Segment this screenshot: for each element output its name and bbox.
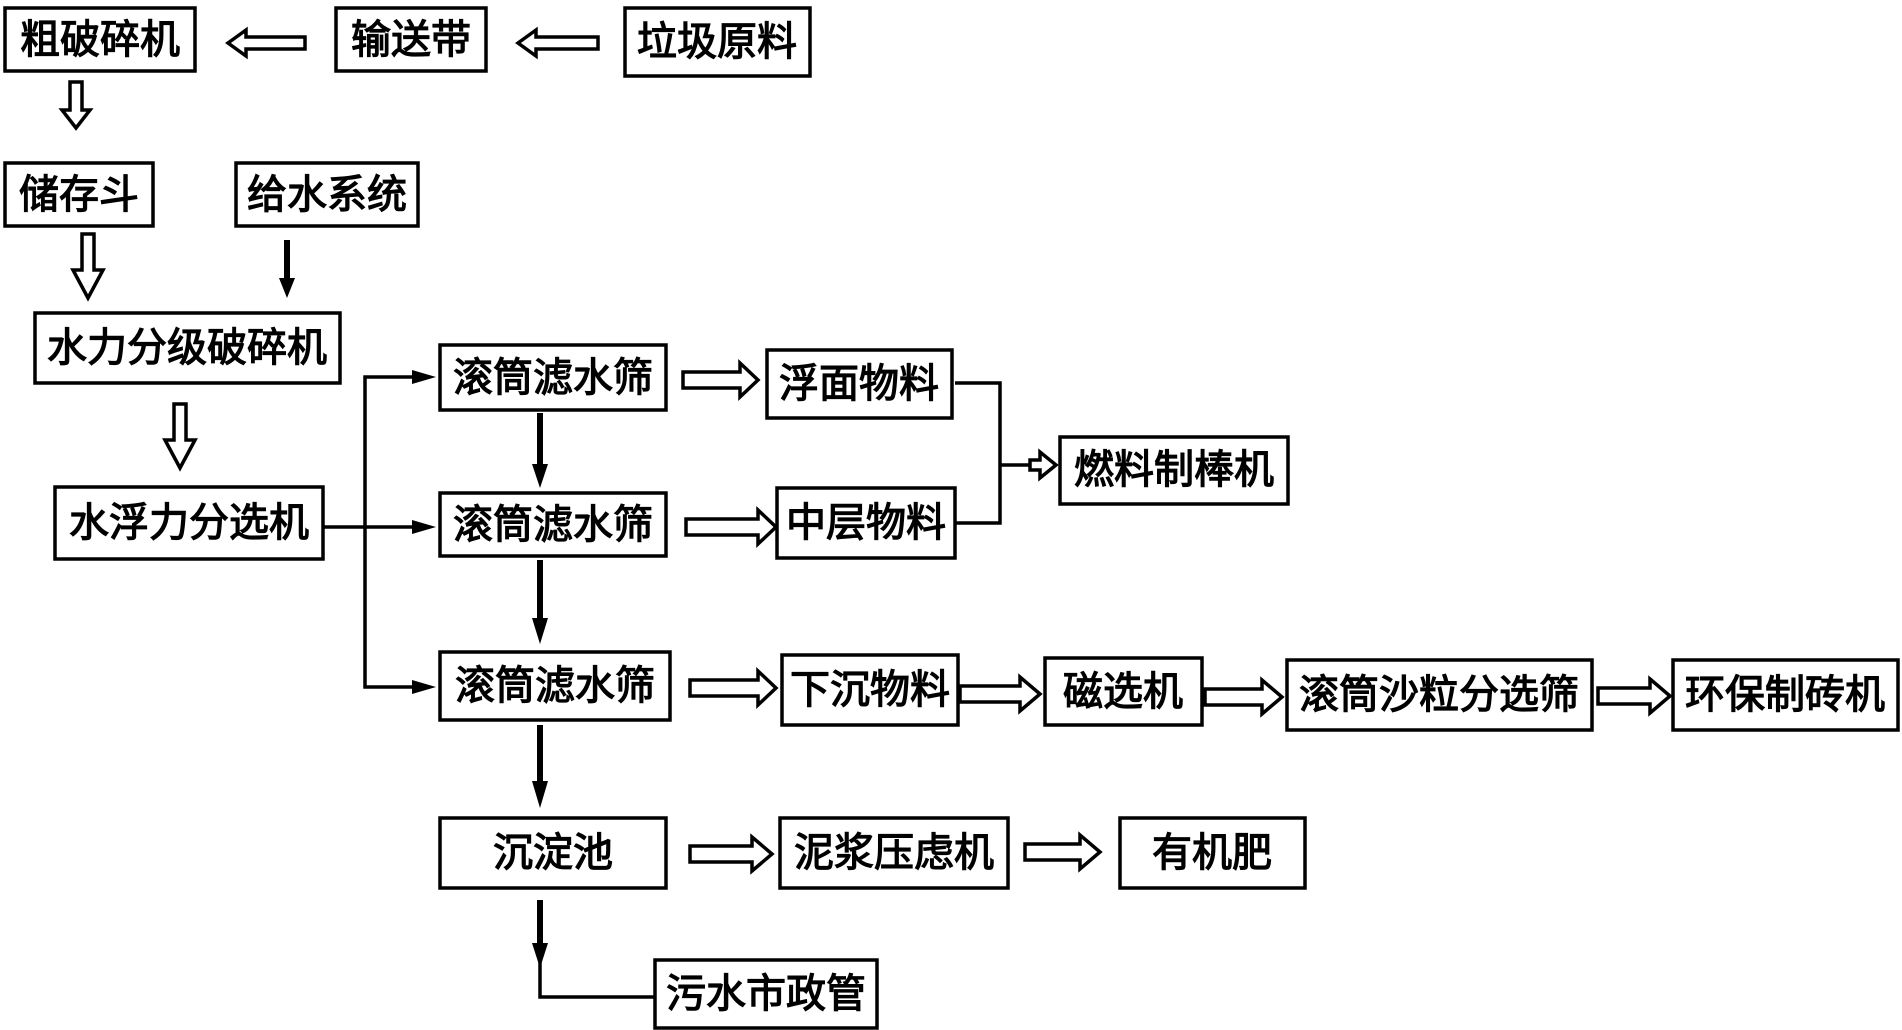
- arrow-drum1-to-floating: [681, 358, 761, 402]
- connector-flotation-branch: [323, 375, 420, 529]
- node-press-label: 泥浆压虑机: [794, 830, 994, 876]
- arrow-sand-to-brick: [1596, 675, 1673, 717]
- node-drum3-label: 滚筒滤水筛: [455, 663, 655, 709]
- node-drum1: 滚筒滤水筛: [438, 343, 668, 412]
- arrow-raw-to-conveyor: [515, 26, 600, 60]
- arrowhead-to-drum3: [412, 680, 436, 694]
- node-press: 泥浆压虑机: [778, 816, 1010, 890]
- arrow-drum2-to-middle: [684, 505, 779, 549]
- node-hopper: 储存斗: [3, 161, 155, 228]
- node-crusher-label: 粗破碎机: [20, 17, 180, 63]
- node-conveyor-label: 输送带: [351, 17, 471, 63]
- node-conveyor: 输送带: [334, 6, 488, 73]
- arrow-crusher-to-hopper: [58, 80, 94, 131]
- arrow-press-to-fertilizer: [1023, 831, 1103, 873]
- node-sand-label: 滚筒沙粒分选筛: [1299, 672, 1579, 718]
- arrow-drum1-to-drum2-head: [532, 464, 548, 488]
- node-tank: 沉淀池: [438, 816, 668, 890]
- node-magnet: 磁选机: [1043, 656, 1204, 727]
- node-flotation-label: 水浮力分选机: [69, 500, 309, 546]
- node-sewer: 污水市政管: [653, 958, 879, 1030]
- node-sinking: 下沉物料: [780, 653, 960, 727]
- node-brick-label: 环保制砖机: [1685, 672, 1885, 718]
- arrow-drum3-to-tank-head: [532, 781, 548, 808]
- node-water-label: 给水系统: [247, 172, 407, 218]
- node-brick: 环保制砖机: [1671, 658, 1900, 732]
- arrow-hopper-to-hydro: [70, 232, 106, 302]
- node-fertilizer: 有机肥: [1118, 816, 1307, 890]
- arrow-drum2-to-drum3-head: [532, 618, 548, 644]
- connector-floating-fuel: [955, 381, 1002, 525]
- arrow-tank-to-sewer-head: [532, 943, 548, 968]
- node-magnet-label: 磁选机: [1063, 669, 1183, 715]
- node-drum1-label: 滚筒滤水筛: [453, 355, 653, 401]
- node-sewer-label: 污水市政管: [666, 971, 866, 1017]
- node-middle-label: 中层物料: [786, 500, 946, 546]
- node-drum3: 滚筒滤水筛: [438, 650, 672, 722]
- node-hydro-label: 水力分级破碎机: [47, 325, 327, 371]
- node-raw: 垃圾原料: [623, 6, 812, 78]
- arrow-magnet-to-sand: [1203, 676, 1285, 718]
- connector-flotation-drum3: [363, 527, 420, 689]
- node-sinking-label: 下沉物料: [790, 667, 950, 713]
- arrowhead-to-drum1: [412, 370, 436, 384]
- arrow-conveyor-to-crusher: [225, 26, 307, 60]
- node-hopper-label: 储存斗: [19, 172, 139, 218]
- arrow-tank-to-press: [688, 833, 775, 875]
- node-floating-label: 浮面物料: [779, 361, 939, 407]
- node-fertilizer-label: 有机肥: [1152, 830, 1272, 876]
- arrow-drum3-to-sinking: [688, 666, 779, 710]
- node-drum2: 滚筒滤水筛: [438, 491, 668, 558]
- arrow-water-to-hydro-head: [279, 278, 295, 298]
- node-flotation: 水浮力分选机: [53, 485, 325, 561]
- node-raw-label: 垃圾原料: [637, 19, 797, 65]
- node-fuel: 燃料制棒机: [1058, 435, 1290, 506]
- arrow-sinking-to-magnet: [958, 673, 1043, 715]
- arrow-hydro-to-flotation: [162, 402, 198, 472]
- node-drum2-label: 滚筒滤水筛: [453, 502, 653, 548]
- node-sand: 滚筒沙粒分选筛: [1285, 658, 1594, 732]
- node-middle: 中层物料: [775, 486, 957, 560]
- node-fuel-label: 燃料制棒机: [1074, 447, 1274, 493]
- connector-tank-sewer: [538, 900, 655, 999]
- arrow-to-fuel: [1028, 448, 1059, 482]
- node-hydro: 水力分级破碎机: [33, 311, 342, 385]
- arrowhead-to-drum2: [412, 520, 436, 534]
- node-tank-label: 沉淀池: [493, 830, 613, 876]
- node-water: 给水系统: [234, 161, 420, 228]
- node-floating: 浮面物料: [765, 348, 954, 420]
- node-crusher: 粗破碎机: [3, 6, 197, 73]
